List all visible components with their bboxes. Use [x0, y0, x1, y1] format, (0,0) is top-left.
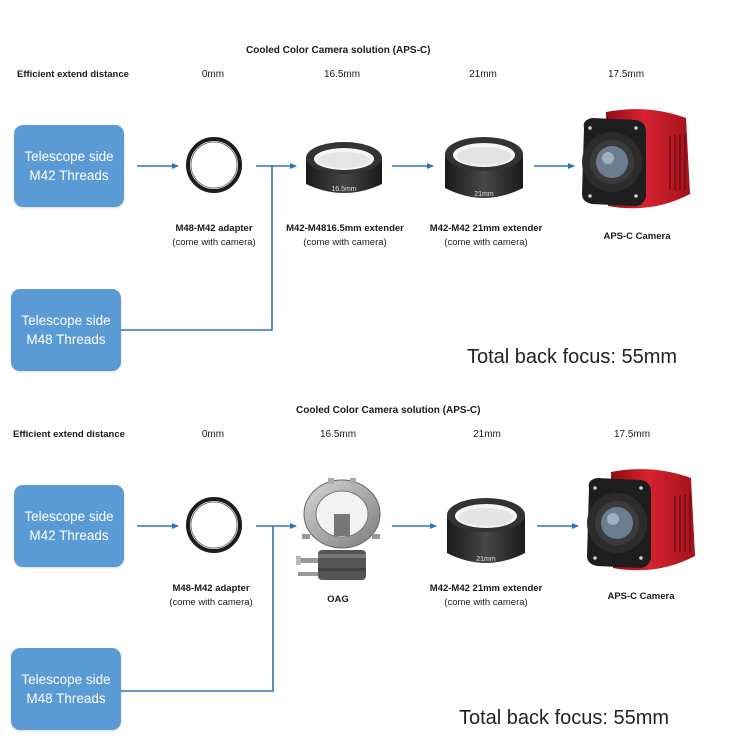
panel1-distance-1: 16.5mm: [323, 69, 361, 80]
panel2-distance-3: 17.5mm: [613, 429, 651, 440]
box-line2: M48 Threads: [26, 332, 106, 347]
panel1-box-m42: Telescope side M42 Threads: [14, 125, 124, 207]
caption-name: M48-M42 adapter: [175, 223, 253, 234]
panel2-extender-21-image: 21mm: [447, 498, 525, 563]
panel1-title: Cooled Color Camera solution (APS-C): [246, 45, 431, 56]
panel2-oag-image: [296, 478, 381, 580]
box-line2: M48 Threads: [26, 691, 106, 706]
caption-note: (come with camera): [172, 237, 256, 248]
box-line2: M42 Threads: [29, 528, 109, 543]
panel2-total-back-focus: Total back focus: 55mm: [459, 707, 670, 729]
box-line1: Telescope side: [24, 149, 114, 164]
panel1-caption-extender-16-5: M42-M4816.5mm extender (come with camera…: [275, 222, 415, 250]
caption-note: (come with camera): [303, 237, 387, 248]
panel2-title: Cooled Color Camera solution (APS-C): [296, 405, 481, 416]
panel1-distance-0: 0mm: [201, 69, 225, 80]
caption-note: (come with camera): [444, 237, 528, 248]
panel1-extender-16-5-image: 16.5mm: [306, 142, 382, 193]
box-line1: Telescope side: [21, 313, 111, 328]
panel2-distance-0: 0mm: [201, 429, 225, 440]
panel2-distance-1: 16.5mm: [319, 429, 357, 440]
panel2-caption-oag: OAG: [298, 593, 378, 607]
caption-name: M42-M42 21mm extender: [429, 583, 543, 594]
panel1-caption-camera: APS-C Camera: [587, 230, 687, 244]
panel1-adapter-ring-image: [186, 137, 242, 193]
panel1-row-label: Efficient extend distance: [17, 69, 129, 80]
box-line1: Telescope side: [24, 509, 114, 524]
panel1-extender-21-image: 21mm: [445, 137, 523, 198]
panel1-caption-extender-21: M42-M42 21mm extender (come with camera): [416, 222, 556, 250]
panel2-caption-camera: APS-C Camera: [591, 590, 691, 604]
caption-name: OAG: [327, 594, 349, 605]
panel2-caption-extender-21: M42-M42 21mm extender (come with camera): [416, 582, 556, 610]
panel2-row-label: Efficient extend distance: [13, 429, 125, 440]
caption-note: (come with camera): [169, 597, 253, 608]
panel2-box-m42: Telescope side M42 Threads: [14, 485, 124, 567]
panel2-caption-adapter: M48-M42 adapter (come with camera): [151, 582, 271, 610]
panel1-ring-label-16-5: 16.5mm: [331, 186, 356, 193]
p1-m48-connector: [121, 166, 273, 331]
panel2-box-m48: Telescope side M48 Threads: [11, 648, 121, 730]
panel2-ring-label-21: 21mm: [476, 556, 496, 563]
panel1-distance-3: 17.5mm: [607, 69, 645, 80]
box-line2: M42 Threads: [29, 168, 109, 183]
panel1-ring-label-21: 21mm: [474, 191, 494, 198]
caption-name: M42-M4816.5mm extender: [286, 223, 404, 234]
panel1-total-back-focus: Total back focus: 55mm: [467, 346, 678, 368]
caption-name: M42-M42 21mm extender: [429, 223, 543, 234]
panel2-camera-image: [587, 469, 695, 571]
panel2-adapter-ring-image: [186, 497, 242, 553]
panel1-caption-adapter: M48-M42 adapter (come with camera): [154, 222, 274, 250]
p2-m48-connector: [121, 526, 274, 692]
box-line1: Telescope side: [21, 672, 111, 687]
caption-note: (come with camera): [444, 597, 528, 608]
panel1-box-m48: Telescope side M48 Threads: [11, 289, 121, 371]
panel1-camera-image: [582, 109, 690, 209]
caption-name: APS-C Camera: [607, 591, 675, 602]
panel1-distance-2: 21mm: [469, 69, 497, 80]
panel2-distance-2: 21mm: [473, 429, 501, 440]
caption-name: M48-M42 adapter: [172, 583, 250, 594]
caption-name: APS-C Camera: [603, 231, 671, 242]
